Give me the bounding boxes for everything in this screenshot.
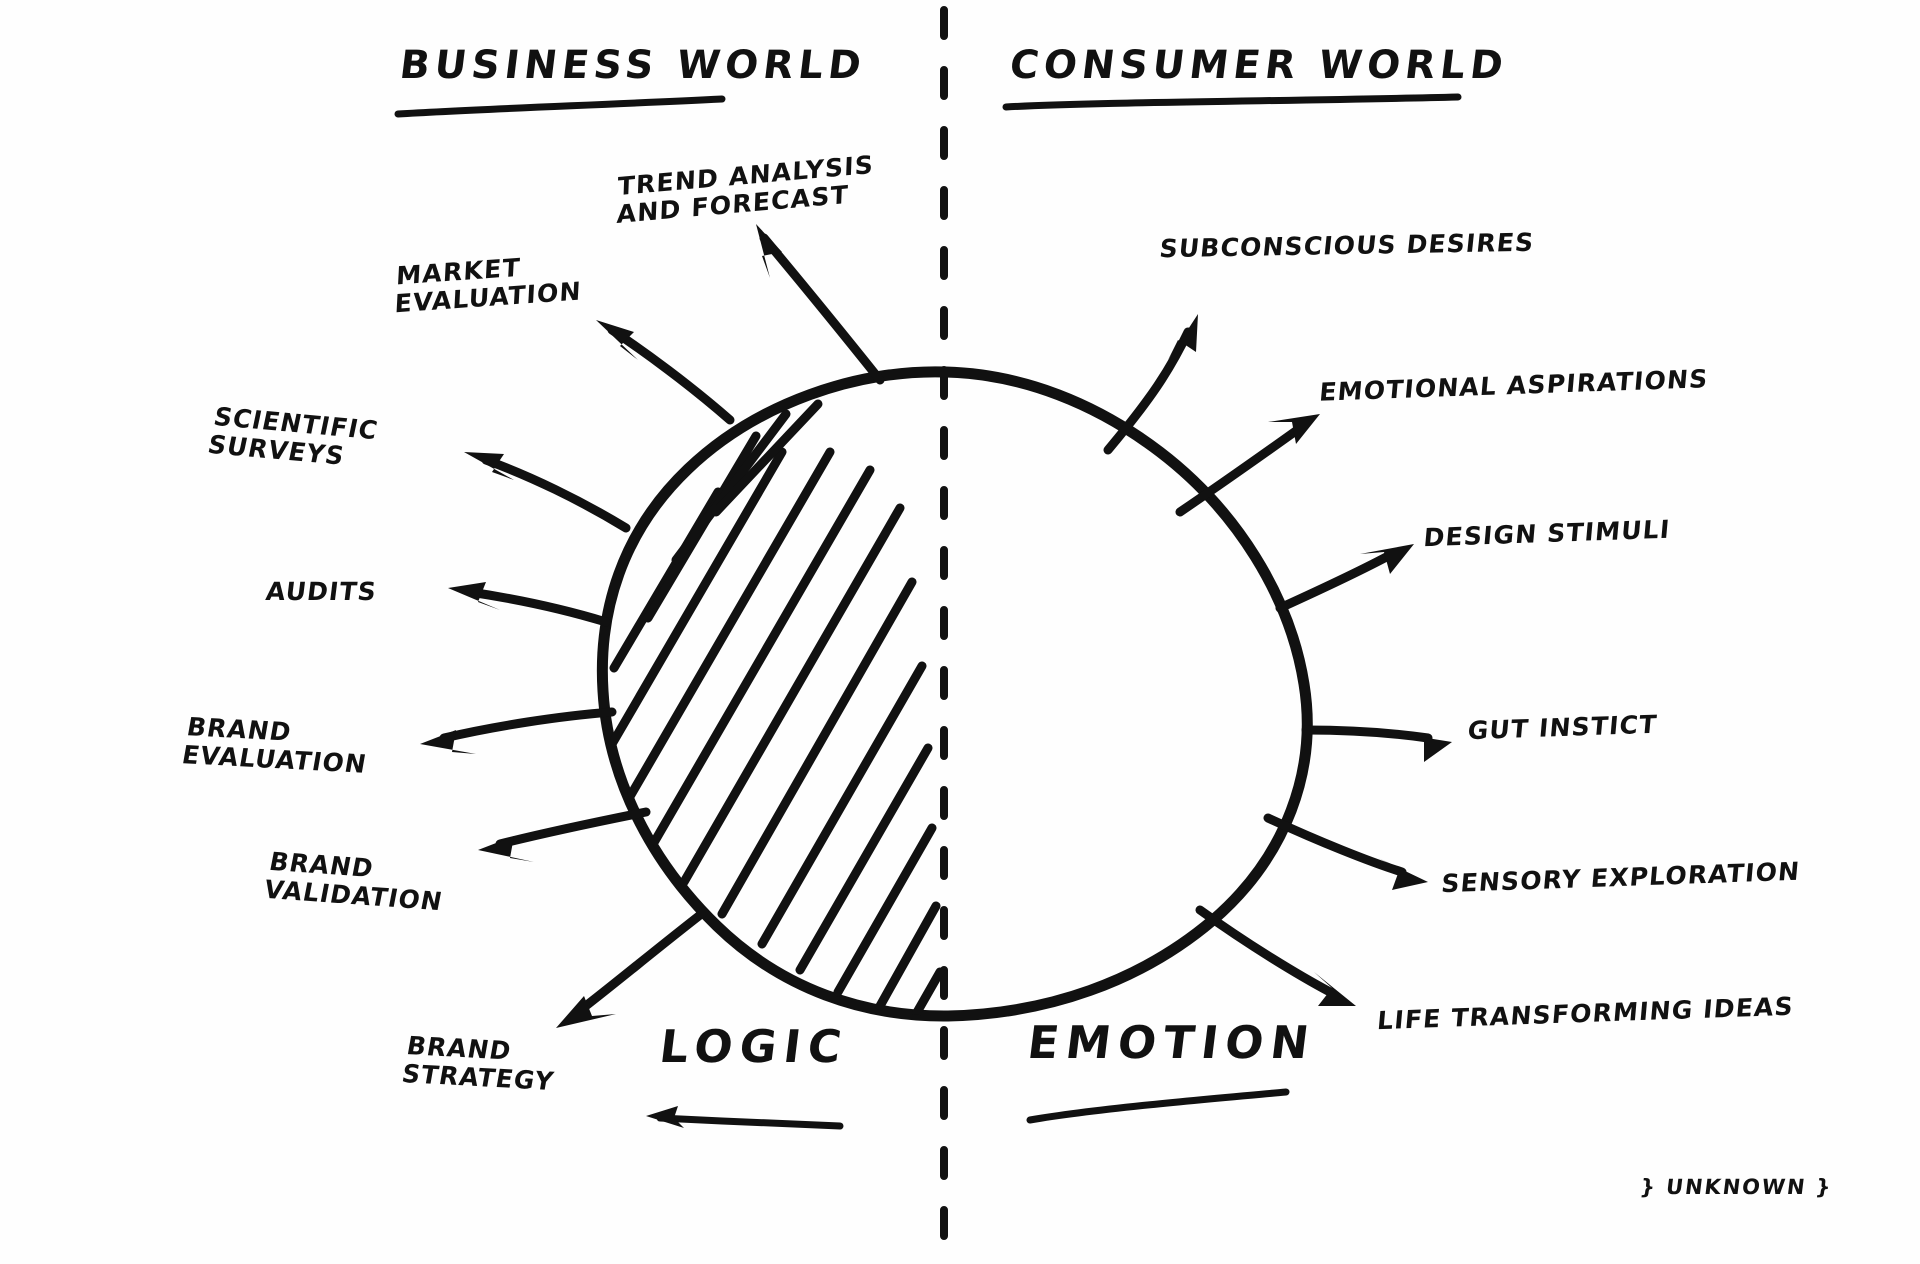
emotion-underline [1026,1088,1290,1124]
arrow-brand-validation [478,807,651,862]
arrow-brand-evaluation [420,707,617,754]
arrow-design-stimuli [1275,544,1414,613]
arrow-sensory-exploration [1263,813,1428,890]
emotion-axis-label: EMOTION [1024,1016,1319,1069]
logic-hatching [607,399,945,1016]
label-brand-strategy: BRAND STRATEGY [399,1031,557,1096]
arrow-subconscious-desires [1103,314,1198,455]
label-brand-evaluation: BRAND EVALUATION [179,712,370,779]
consumer-world-header: CONSUMER WORLD [1007,43,1511,88]
logic-axis-label: LOGIC [656,1020,852,1073]
arrow-emotional-aspirations [1175,414,1320,517]
credit-unknown: } UNKNOWN } [1638,1175,1834,1199]
arrow-gut-instict [1301,725,1452,762]
arrow-brand-strategy [556,907,709,1028]
business-world-underline [394,95,726,118]
logic-emotion-circle [596,366,1313,1022]
arrow-market-evaluation [596,320,735,425]
label-audits: AUDITS [264,577,379,606]
arrow-life-transforming-ideas [1195,905,1356,1006]
arrow-audits [448,582,611,627]
arrow-trend-analysis [756,224,885,385]
business-world-header: BUSINESS WORLD [397,43,869,88]
consumer-world-underline [1002,93,1462,111]
logic-direction-arrow [646,1106,844,1130]
arrow-scientific-surveys [464,452,631,533]
